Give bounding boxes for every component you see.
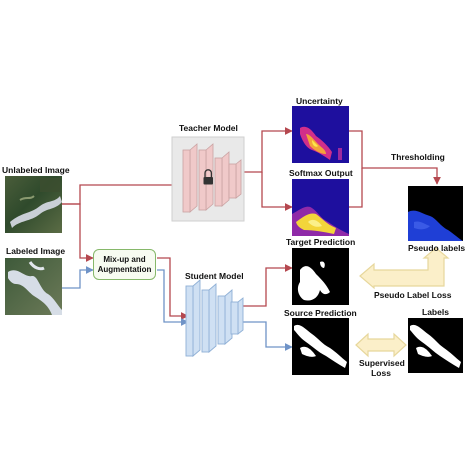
- student-model-label: Student Model: [185, 271, 244, 281]
- source-prediction-map: [292, 318, 349, 375]
- pseudo-label-loss-arrow: [359, 247, 450, 290]
- pseudo-labels-map: [408, 186, 463, 241]
- target-prediction-map: [292, 248, 349, 305]
- lock-icon: [203, 169, 213, 185]
- unlabeled-flow-lines: [62, 127, 441, 320]
- mixup-label-line2: Augmentation: [97, 264, 152, 274]
- supervised-loss-arrow: [355, 332, 407, 358]
- thresholding-label: Thresholding: [391, 152, 445, 162]
- teacher-model-label: Teacher Model: [179, 123, 238, 133]
- supervised-loss-line1: Supervised: [359, 358, 405, 368]
- labels-label: Labels: [422, 307, 449, 317]
- target-prediction-label: Target Prediction: [286, 237, 356, 247]
- softmax-output-map: [292, 179, 349, 236]
- unlabeled-image-thumbnail: [5, 176, 62, 233]
- uncertainty-map: [292, 106, 349, 163]
- source-prediction-label: Source Prediction: [284, 308, 357, 318]
- labeled-image-label: Labeled Image: [6, 246, 66, 256]
- student-model-block: [185, 279, 244, 357]
- uncertainty-label: Uncertainty: [296, 96, 343, 106]
- supervised-loss-label: Supervised Loss: [359, 358, 405, 378]
- softmax-output-label: Softmax Output: [289, 168, 353, 178]
- supervised-loss-line2: Loss: [371, 368, 391, 378]
- mixup-augmentation-box: Mix-up and Augmentation: [93, 249, 156, 280]
- teacher-model-block: [171, 136, 245, 222]
- labeled-image-thumbnail: [5, 258, 62, 315]
- ground-truth-labels-map: [408, 318, 463, 373]
- pseudo-labels-label: Pseudo labels: [408, 243, 466, 253]
- labeled-flow-lines: [62, 266, 293, 351]
- mixup-label-line1: Mix-up and: [103, 254, 146, 264]
- pseudo-label-loss-label: Pseudo Label Loss: [374, 290, 452, 300]
- unlabeled-image-label: Unlabeled Image: [2, 165, 70, 175]
